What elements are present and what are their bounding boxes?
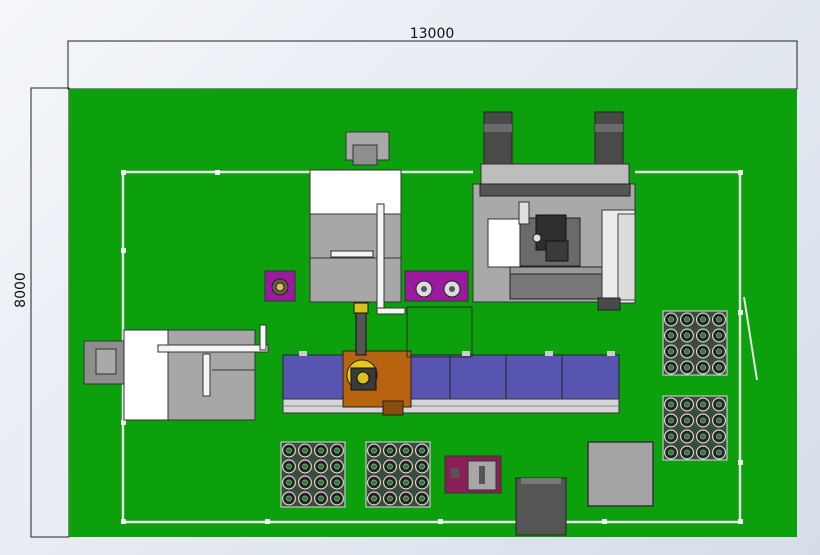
pallet-ring-core	[684, 316, 690, 323]
pallet-ring-core	[419, 463, 425, 470]
pallet-ring-core	[716, 433, 722, 440]
pallet-ring-core	[302, 463, 308, 470]
pallet-ring-core	[318, 479, 324, 486]
pallet-ring-core	[668, 316, 674, 323]
pallet-ring-core	[668, 332, 674, 339]
pallet-ring-core	[403, 463, 409, 470]
pallet-ring-core	[684, 364, 690, 371]
pallet-ring-core	[700, 364, 706, 371]
pallet-ring-core	[700, 332, 706, 339]
pallet-ring-core	[387, 479, 393, 486]
inspection-station	[444, 455, 502, 494]
safety-fence	[121, 170, 758, 524]
pallet-ring-core	[684, 401, 690, 408]
pallet-ring-core	[668, 449, 674, 456]
fixture-small	[264, 270, 296, 302]
pallet-ring-core	[318, 495, 324, 502]
pallet-ring-core	[334, 447, 340, 454]
pallet-ring-core	[668, 433, 674, 440]
control-cabinet	[515, 477, 567, 536]
pallet-ring-core	[286, 447, 292, 454]
industrial-robot	[342, 302, 412, 416]
pallet-ring-core	[716, 332, 722, 339]
tool-stand-outline	[406, 306, 473, 358]
pallet-ring-core	[334, 463, 340, 470]
pallet-ring-core	[700, 348, 706, 355]
pallet-ring-core	[318, 463, 324, 470]
cnc-machine	[472, 111, 636, 311]
pallet-ring-core	[371, 463, 377, 470]
pallet-ring-core	[371, 447, 377, 454]
pallet-ring-core	[403, 479, 409, 486]
pallet-ring-core	[419, 479, 425, 486]
pallet-ring-core	[403, 495, 409, 502]
width-dimension-label: 13000	[410, 26, 455, 42]
pallet-ring-core	[286, 495, 292, 502]
pallet-ring-core	[371, 495, 377, 502]
pallet-ring-core	[716, 449, 722, 456]
pallet-ring-core	[716, 401, 722, 408]
pallet-ring-core	[700, 417, 706, 424]
pallet-ring-core	[286, 463, 292, 470]
pallet-ring-core	[684, 433, 690, 440]
pallet-ring-core	[668, 364, 674, 371]
pallet-ring-core	[716, 348, 722, 355]
pallet-ring-core	[668, 401, 674, 408]
pallet-ring-core	[668, 417, 674, 424]
height-dimension-label: 8000	[13, 272, 29, 308]
pallet-ring-core	[419, 447, 425, 454]
operator-platform	[587, 441, 654, 507]
pallet-ring-core	[387, 463, 393, 470]
press-machine-left	[83, 324, 269, 421]
pallet-ring-core	[700, 316, 706, 323]
pallet-ring-core	[684, 449, 690, 456]
pallet-ring-core	[334, 495, 340, 502]
pallet-ring-core	[302, 495, 308, 502]
pallet-ring-core	[302, 479, 308, 486]
pallet-ring-core	[716, 364, 722, 371]
pallet-ring-core	[684, 348, 690, 355]
pallet-ring-core	[700, 433, 706, 440]
pallet-ring-core	[419, 495, 425, 502]
pallet-ring-core	[684, 417, 690, 424]
pallet-ring-core	[684, 332, 690, 339]
pallet-ring-core	[387, 495, 393, 502]
pallet-ring-core	[334, 479, 340, 486]
pallet-ring-core	[716, 417, 722, 424]
robot-track	[282, 351, 620, 414]
pallet-rings	[282, 312, 726, 506]
press-machine-top	[309, 131, 406, 315]
pallet-ring-core	[371, 479, 377, 486]
pallet-ring-core	[700, 449, 706, 456]
pallet-ring-core	[700, 401, 706, 408]
pallet-ring-core	[318, 447, 324, 454]
pallet-ring-core	[387, 447, 393, 454]
pallet-ring-core	[403, 447, 409, 454]
pallet-ring-core	[668, 348, 674, 355]
pallet-ring-core	[302, 447, 308, 454]
pallet-ring-core	[716, 316, 722, 323]
fixture-double	[404, 270, 469, 302]
fence-posts	[121, 170, 743, 524]
pallet-ring-core	[286, 479, 292, 486]
